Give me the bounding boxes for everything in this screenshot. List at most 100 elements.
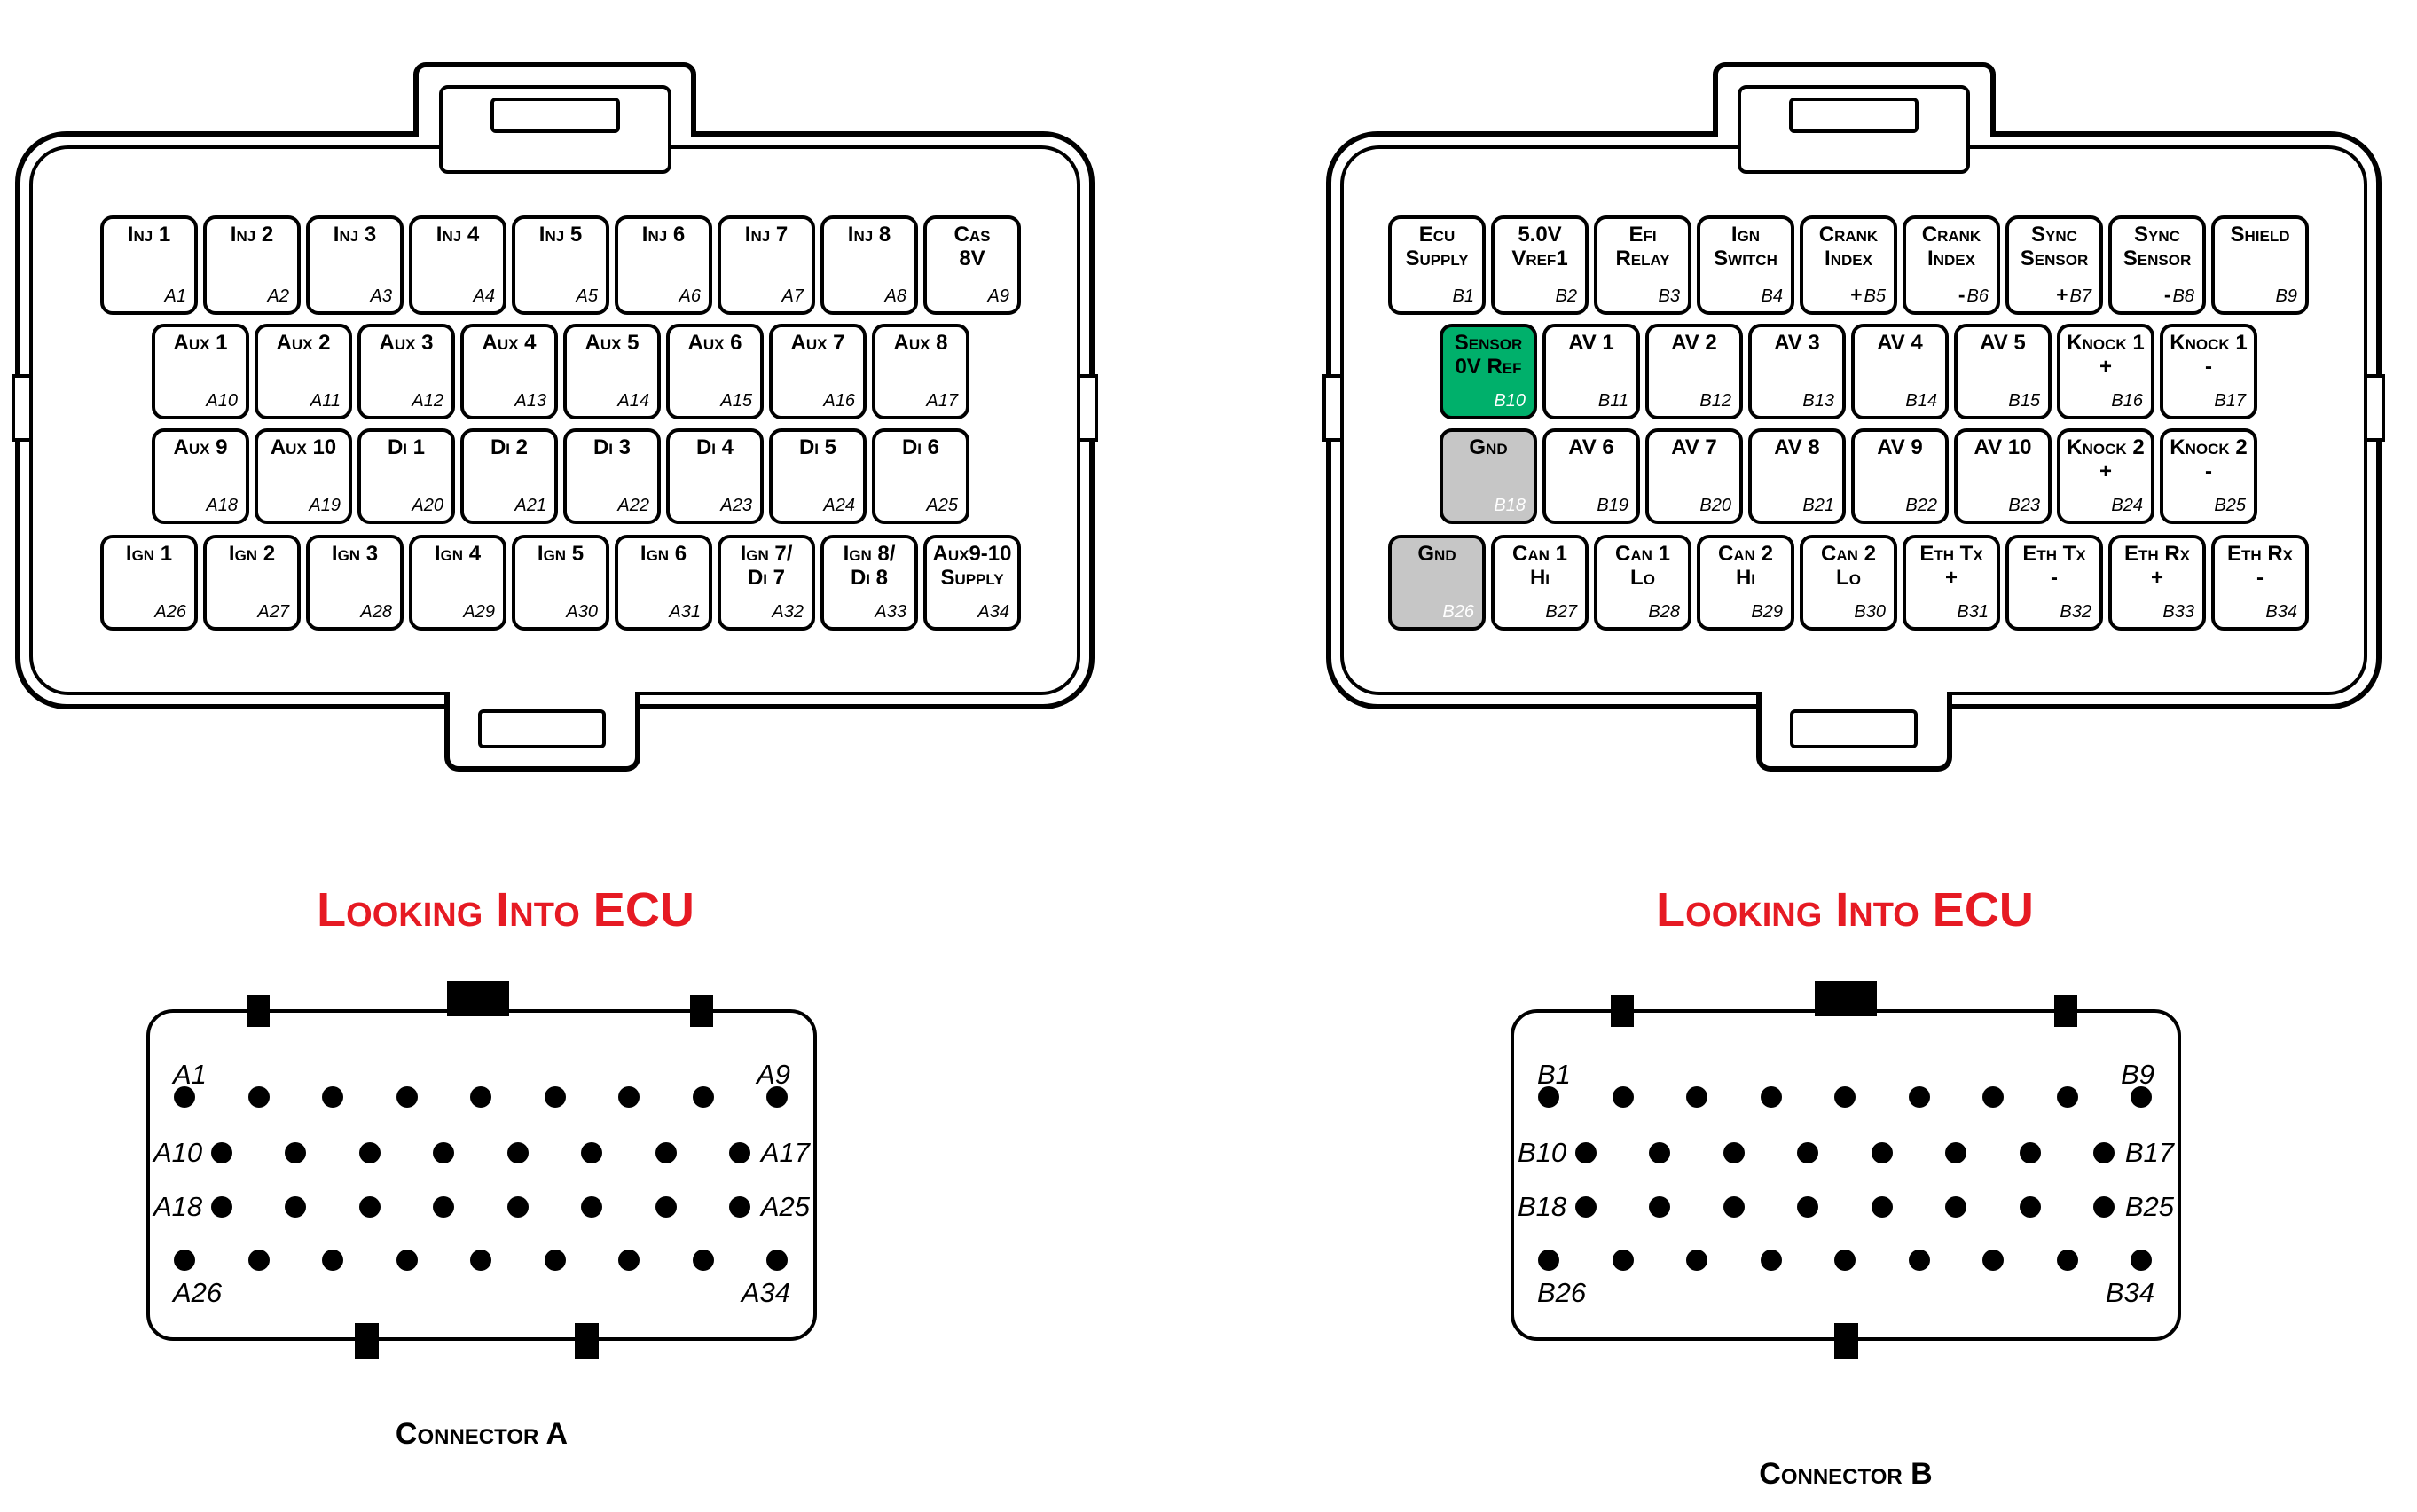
pin-label: Gnd [1417,542,1456,566]
pin-label: AV 5 [1980,331,2026,355]
pin-number: A33 [875,602,906,622]
pin-number: B19 [1597,496,1628,515]
pin-label: Inj 4 [436,223,480,247]
face-top-latch-tab [1815,981,1877,1016]
pin-B32: Eth Tx-B32 [2005,535,2103,631]
face-key-tab [575,1323,599,1359]
pin-hole [247,1086,270,1108]
pin-hole-grid [146,975,817,1357]
face-pin-label: B9 [2121,1059,2154,1090]
pin-hole [1574,1142,1597,1163]
pin-number: A5 [576,286,598,306]
pin-polarity-sign: + [2056,283,2068,306]
pin-number: A28 [360,602,392,622]
pin-hole [2019,1142,2041,1163]
pin-number: B2 [1555,286,1577,306]
pin-hole [655,1196,677,1218]
pin-hole [2056,1086,2078,1108]
pin-A33: Ign 8/Di 8 A33 [820,535,918,631]
pin-label: AV 10 [1974,435,2032,459]
pin-polarity-sign: + [1850,283,1863,306]
pin-number: +B7 [2056,283,2091,306]
pin-label: Aux 5 [585,331,640,355]
pin-hole [2093,1142,2115,1163]
face-pin-label: B17 [2124,1137,2174,1168]
pin-number: B20 [1699,496,1731,515]
pin-number: B23 [2008,496,2040,515]
pin-number: B4 [1761,286,1783,306]
pin-label: Di 4 [695,435,734,459]
pin-hole [433,1142,455,1163]
pin-hole [358,1142,381,1163]
face-pin-label: B25 [2124,1191,2174,1222]
pin-A29: Ign 4 A29 [409,535,506,631]
pin-label: Ign 3 [331,542,379,566]
pin-number: B17 [2214,391,2246,411]
pin-A5: Inj 5 A5 [512,215,609,315]
pin-number: B29 [1751,602,1783,622]
pin-number: B22 [1905,496,1937,515]
pin-hole [1871,1196,1893,1218]
pin-label: Ign 4 [434,542,482,566]
latch-bar [1789,98,1919,133]
pin-label: Knock 1- [2170,331,2248,379]
pin-hole [618,1250,640,1271]
looking-into-ecu-label-a: Looking Into ECU [317,883,694,936]
pin-label: AV 9 [1877,435,1923,459]
pin-hole [174,1250,195,1271]
face-pin-label: B26 [1537,1277,1587,1308]
pin-number: A18 [206,496,238,515]
pin-B33: Eth Rx+B33 [2108,535,2206,631]
pin-number: A8 [884,286,906,306]
pin-number: B1 [1452,286,1474,306]
pin-label: Knock 1+ [2067,331,2145,379]
pin-number: A11 [310,391,341,411]
pin-hole [1538,1086,1559,1108]
pin-label: Ign 6 [640,542,687,566]
pin-label: AV 8 [1774,435,1820,459]
pin-B23: AV 10 B23 [1954,428,2052,524]
pin-label: Aux 8 [893,331,948,355]
pin-number: B28 [1648,602,1680,622]
pin-hole [247,1250,270,1271]
pin-label: Inj 5 [538,223,583,247]
pin-number: A29 [463,602,495,622]
pin-B17: Knock 1- B17 [2160,324,2257,419]
face-key-tab [690,995,713,1027]
pin-number: A22 [617,496,649,515]
face-pin-label: A25 [760,1191,810,1222]
pin-hole [1723,1196,1745,1218]
pin-label: Ign 8/Di 8 [843,542,896,590]
pin-hole [766,1250,788,1271]
side-notch-left [12,374,33,442]
pin-number: A16 [823,391,855,411]
bottom-key-tab-inner [478,709,606,748]
pin-label: Ign 7/Di 7 [740,542,793,590]
face-key-tab [1834,1323,1858,1359]
pin-label: Eth Rx+ [2123,542,2190,590]
pin-number: B27 [1545,602,1577,622]
pin-number: B15 [2008,391,2040,411]
face-key-tab [2054,995,2077,1027]
pin-hole [581,1142,603,1163]
